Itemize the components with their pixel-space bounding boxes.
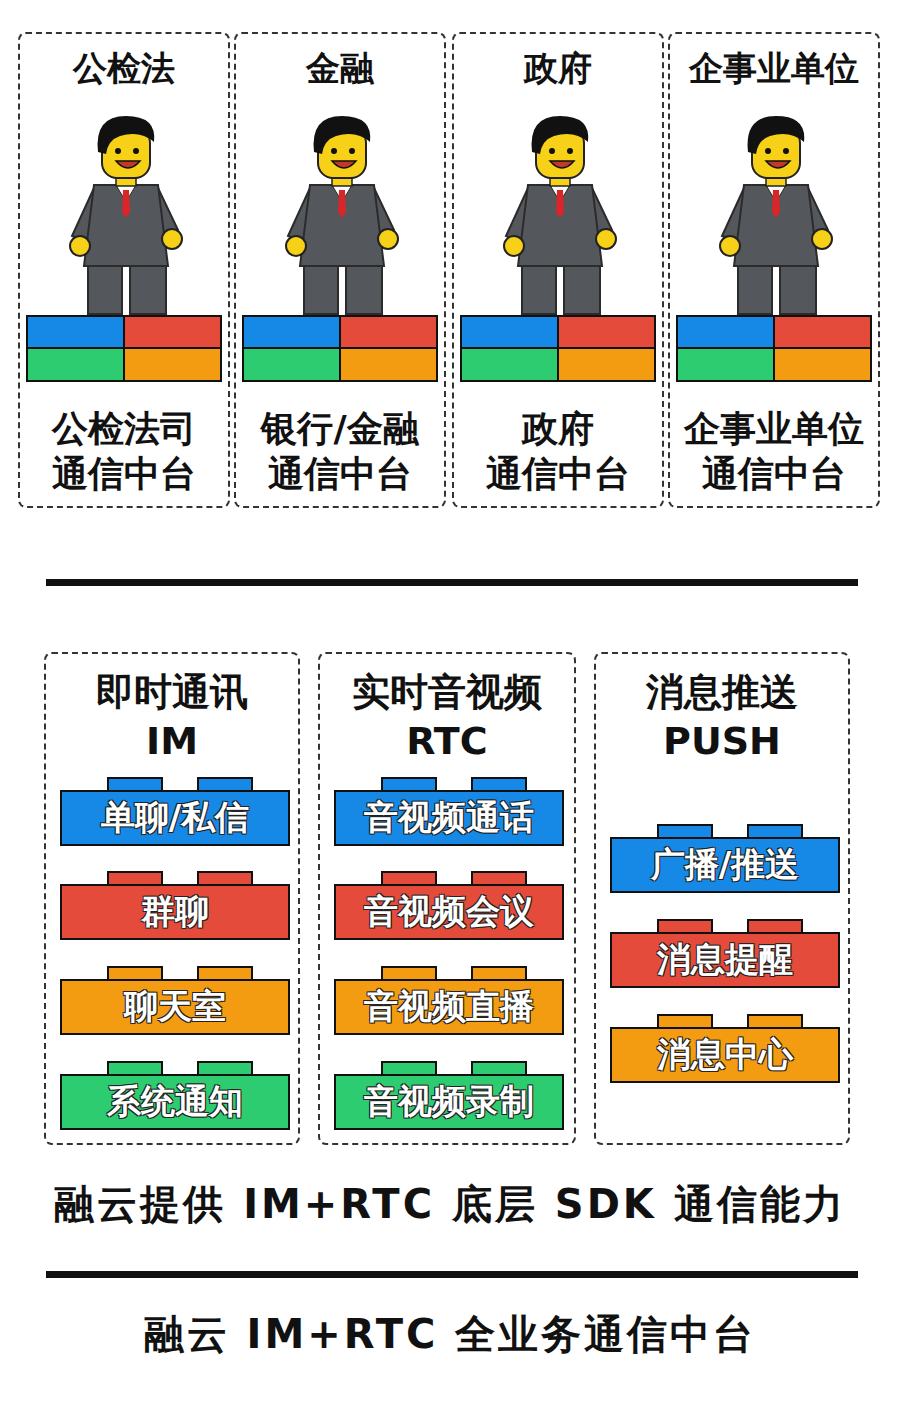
industry-panel: 公检法公检法司 通信中台 (18, 32, 230, 508)
lego-figure (504, 116, 616, 314)
brick-stud (657, 1014, 713, 1027)
feature-brick: 音视频通话 (334, 790, 564, 846)
brick-stud (197, 777, 253, 790)
brick-stud (107, 966, 163, 979)
panel-caption: 政府 通信中台 (454, 406, 662, 496)
lego-figure (286, 116, 398, 314)
brick-stud (107, 871, 163, 884)
brick-label: 音视频直播 (336, 988, 562, 1025)
brick-stud (381, 777, 437, 790)
brick-stud (471, 966, 527, 979)
brick-stud (381, 966, 437, 979)
feature-brick: 音视频录制 (334, 1074, 564, 1130)
lego-figure (720, 116, 832, 314)
color-brick (243, 316, 437, 381)
group-title: 实时音视频 RTC (349, 668, 545, 767)
brick-stud (197, 871, 253, 884)
brick-label: 系统通知 (62, 1083, 288, 1120)
brick-label: 消息中心 (612, 1036, 838, 1073)
brick-label: 广播/推送 (612, 846, 838, 883)
footer-note: 融云 IM+RTC 全业务通信中台 (0, 1308, 900, 1360)
brick-stud (197, 966, 253, 979)
brick-label: 聊天室 (62, 988, 288, 1025)
brick-label: 音视频通话 (336, 799, 562, 836)
brick-stud (747, 824, 803, 837)
brick-label: 消息提醒 (612, 941, 838, 978)
panel-caption: 公检法司 通信中台 (20, 406, 228, 496)
brick-stud (657, 824, 713, 837)
brick-stud (107, 1061, 163, 1074)
panel-title: 公检法 (20, 48, 228, 89)
lego-figure (70, 116, 182, 314)
panel-caption: 企事业单位 通信中台 (670, 406, 878, 496)
divider-bar (46, 579, 858, 586)
capability-group: 即时通讯 IM 单聊/私信群聊聊天室系统通知 (44, 652, 300, 1145)
panel-title: 金融 (236, 48, 444, 89)
brick-label: 群聊 (62, 893, 288, 930)
group-title: 消息推送 PUSH (624, 668, 820, 767)
color-brick (27, 316, 221, 381)
capability-group: 消息推送 PUSH 广播/推送消息提醒消息中心 (594, 652, 850, 1145)
feature-brick: 单聊/私信 (60, 790, 290, 846)
industry-panel: 企事业单位企事业单位 通信中台 (668, 32, 880, 508)
feature-brick: 音视频直播 (334, 979, 564, 1035)
feature-brick: 消息中心 (610, 1027, 840, 1083)
divider-bar (46, 1271, 858, 1278)
feature-brick: 广播/推送 (610, 837, 840, 893)
brick-stud (471, 777, 527, 790)
brick-stud (107, 777, 163, 790)
brick-stud (471, 1061, 527, 1074)
feature-brick: 群聊 (60, 884, 290, 940)
brick-stud (381, 1061, 437, 1074)
brick-stud (657, 919, 713, 932)
brick-stud (471, 871, 527, 884)
feature-brick: 聊天室 (60, 979, 290, 1035)
industry-panel: 金融银行/金融 通信中台 (234, 32, 446, 508)
color-brick (461, 316, 655, 381)
brick-stud (747, 1014, 803, 1027)
brick-label: 音视频会议 (336, 893, 562, 930)
footer-note: 融云提供 IM+RTC 底层 SDK 通信能力 (0, 1178, 900, 1230)
group-title: 即时通讯 IM (74, 668, 270, 767)
color-brick (677, 316, 871, 381)
brick-label: 音视频录制 (336, 1083, 562, 1120)
panel-title: 企事业单位 (670, 48, 878, 89)
panel-caption: 银行/金融 通信中台 (236, 406, 444, 496)
feature-brick: 音视频会议 (334, 884, 564, 940)
industry-panel: 政府政府 通信中台 (452, 32, 664, 508)
feature-brick: 系统通知 (60, 1074, 290, 1130)
feature-brick: 消息提醒 (610, 932, 840, 988)
brick-stud (381, 871, 437, 884)
brick-label: 单聊/私信 (62, 799, 288, 836)
brick-stud (197, 1061, 253, 1074)
panel-title: 政府 (454, 48, 662, 89)
brick-stud (747, 919, 803, 932)
capability-group: 实时音视频 RTC 音视频通话音视频会议音视频直播音视频录制 (318, 652, 576, 1145)
